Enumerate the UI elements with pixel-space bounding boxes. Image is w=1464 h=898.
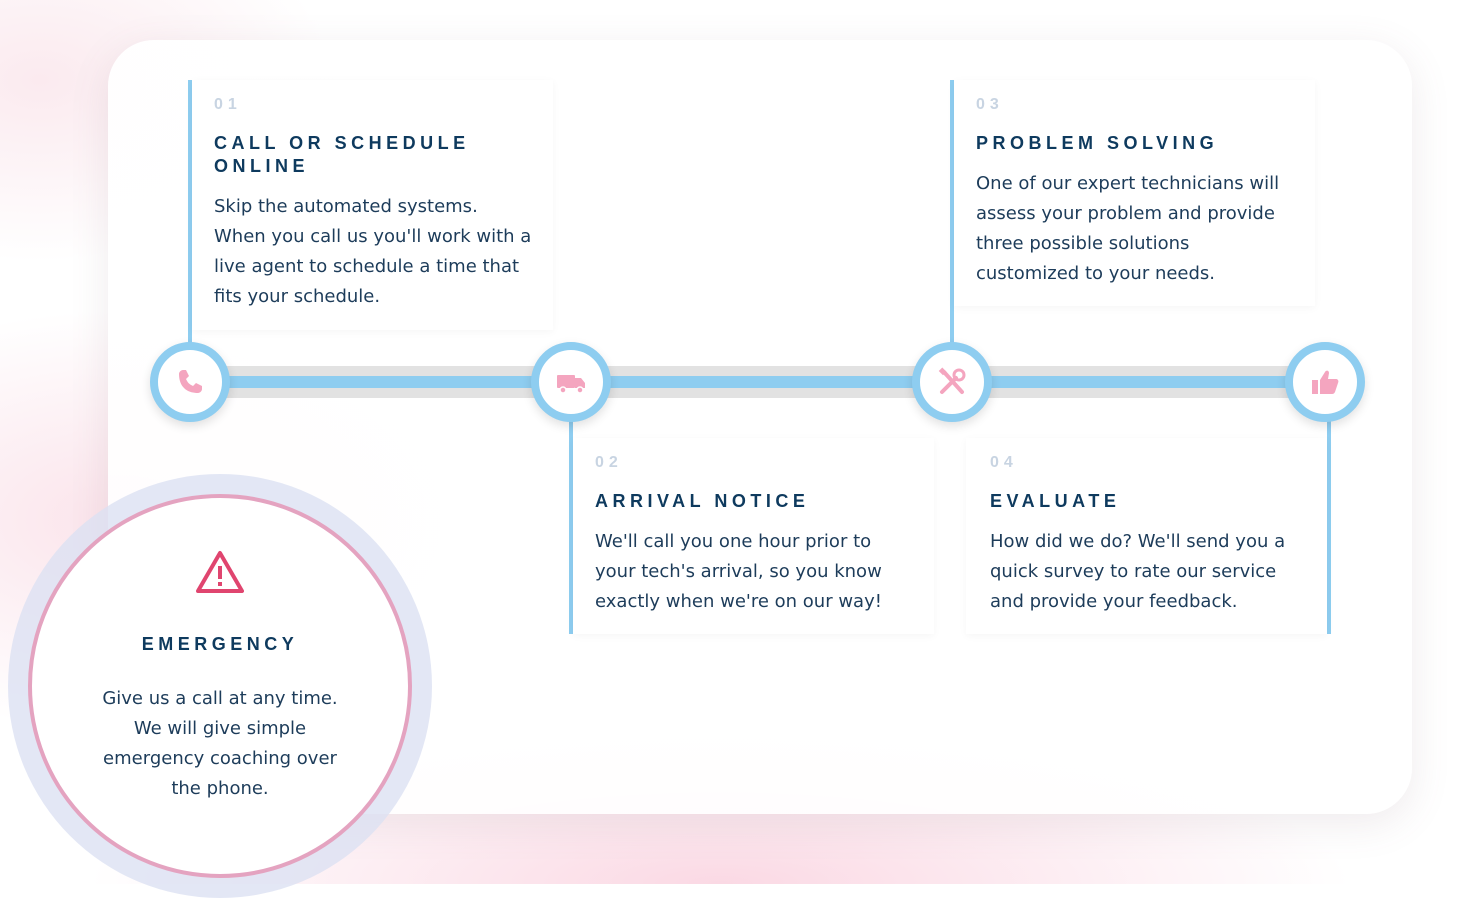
timeline-progress [190, 376, 1326, 388]
timeline-node-2 [531, 342, 611, 422]
step-description: We'll call you one hour prior to your te… [595, 531, 882, 612]
thumbs-up-icon [1312, 370, 1339, 394]
step-card-1: 01 Call or Schedule Online Skip the auto… [192, 80, 553, 330]
step-number: 03 [976, 96, 1004, 113]
step-title: Call or Schedule Online [214, 133, 470, 176]
step-title: Evaluate [990, 491, 1121, 511]
step-description: How did we do? We'll send you a quick su… [990, 531, 1286, 612]
emergency-title: EMERGENCY [141, 634, 299, 654]
step-card-2: 02 Arrival Notice We'll call you one hou… [573, 438, 934, 634]
connector-step-3 [950, 80, 954, 350]
emergency-description: Give us a call at any time. We will give… [102, 688, 338, 799]
truck-icon [557, 375, 585, 394]
step-title: Arrival Notice [595, 491, 810, 511]
step-number: 04 [990, 454, 1018, 471]
phone-icon [179, 370, 202, 393]
step-number: 01 [214, 96, 242, 113]
timeline-node-4 [1285, 342, 1365, 422]
timeline-node-1 [150, 342, 230, 422]
connector-step-1 [188, 80, 192, 350]
step-description: Skip the automated systems. When you cal… [214, 196, 532, 307]
connector-step-4 [1327, 410, 1331, 634]
step-number: 02 [595, 454, 623, 471]
step-title: Problem Solving [976, 133, 1219, 153]
step-description: One of our expert technicians will asses… [976, 173, 1280, 284]
warning-icon [196, 551, 244, 593]
timeline-node-3 [912, 342, 992, 422]
step-card-4: 04 Evaluate How did we do? We'll send yo… [966, 438, 1327, 634]
emergency-panel: EMERGENCY Give us a call at any time. We… [28, 494, 412, 878]
step-card-3: 03 Problem Solving One of our expert tec… [954, 80, 1315, 306]
connector-step-2 [569, 410, 573, 634]
tools-icon [938, 367, 966, 394]
